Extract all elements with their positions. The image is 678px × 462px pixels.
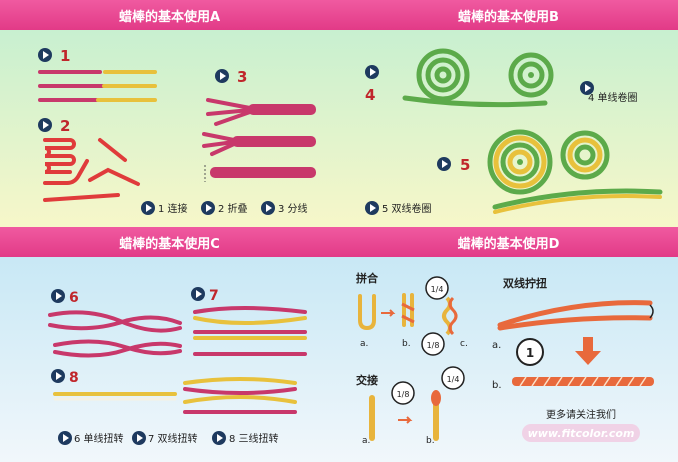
fraction-1-4: 1/4: [431, 285, 444, 294]
caption-2: 2 折叠: [218, 202, 248, 215]
play-icon: [365, 65, 379, 79]
letter-b: b.: [402, 339, 411, 349]
play-icon: [38, 118, 52, 132]
step-number-5: 5: [460, 156, 470, 174]
fraction-1-4-join: 1/4: [447, 375, 460, 384]
step-number-1: 1: [60, 47, 70, 65]
play-icon: [215, 69, 229, 83]
caption-6: 6 单线扭转: [74, 432, 124, 445]
caption-8: 8 三线扭转: [229, 432, 279, 445]
play-icon: [51, 369, 65, 383]
step-number-6: 6: [69, 290, 79, 306]
website-url[interactable]: www.fitcolor.com: [528, 427, 635, 440]
letter-a-twist: a.: [492, 340, 501, 351]
play-icon: [58, 431, 72, 445]
twist-step-1: 1: [526, 346, 534, 360]
footer: 更多请关注我们 www.fitcolor.com: [522, 408, 640, 442]
caption-5: 5 双线卷圈: [382, 202, 432, 215]
caption-1: 1 连接: [158, 202, 188, 215]
play-icon: [365, 201, 379, 215]
step-number-4: 4: [365, 86, 375, 104]
step-number-3: 3: [237, 68, 247, 86]
fraction-1-8: 1/8: [427, 341, 440, 350]
join-demo: 交接 1/8 a. 1/4 b.: [356, 366, 465, 446]
step-1-connect: 1: [38, 47, 157, 102]
caption-7: 7 双线扭转: [148, 432, 198, 445]
section-a-title: 蜡棒的基本使用A: [0, 0, 339, 30]
play-icon: [201, 201, 215, 215]
join-label: 交接: [356, 373, 378, 387]
combine-demo: 拼合 a. b. 1/4 1/8 c.: [356, 271, 468, 356]
combine-label: 拼合: [356, 271, 379, 285]
section-d-title: 蜡棒的基本使用D: [339, 227, 678, 257]
step-3-split: 3: [202, 68, 316, 182]
step-number-8: 8: [69, 370, 79, 386]
play-icon: [212, 431, 226, 445]
play-icon: [141, 201, 155, 215]
step-6-single-twist: 6: [48, 289, 182, 358]
step-2-fold: 2: [38, 117, 140, 202]
step-5-double-coil: 5 5 双线卷圈: [365, 129, 663, 215]
section-b-title: 蜡棒的基本使用B: [339, 0, 678, 30]
step-number-2: 2: [60, 117, 70, 135]
play-icon: [51, 289, 65, 303]
play-icon: [132, 431, 146, 445]
letter-a-join: a.: [362, 436, 370, 446]
caption-4: 4 单线卷圈: [588, 91, 638, 104]
play-icon: [437, 157, 451, 171]
fraction-1-8-join: 1/8: [397, 390, 410, 399]
caption-a: 1 连接 2 折叠 3 分线: [141, 201, 308, 215]
letter-b-join: b.: [426, 436, 435, 446]
step-8-triple-twist: 8: [51, 369, 297, 414]
caption-c: 6 单线扭转 7 双线扭转 8 三线扭转: [58, 431, 279, 445]
twist-label: 双线拧扭: [503, 276, 547, 290]
letter-a: a.: [360, 339, 368, 349]
play-icon: [38, 48, 52, 62]
letter-b-twist: b.: [492, 380, 502, 391]
play-icon: [191, 287, 205, 301]
section-c-title: 蜡棒的基本使用C: [0, 227, 339, 257]
more-text: 更多请关注我们: [546, 408, 616, 421]
play-icon: [580, 81, 594, 95]
step-4-single-coil: 4 4 单线卷圈: [365, 48, 638, 108]
letter-c: c.: [460, 339, 468, 349]
step-number-7: 7: [209, 288, 219, 304]
step-7-double-twist: 7: [191, 287, 307, 356]
twist-demo: 双线拧扭 a. 1 b.: [492, 276, 654, 391]
play-icon: [261, 201, 275, 215]
caption-3: 3 分线: [278, 202, 308, 215]
